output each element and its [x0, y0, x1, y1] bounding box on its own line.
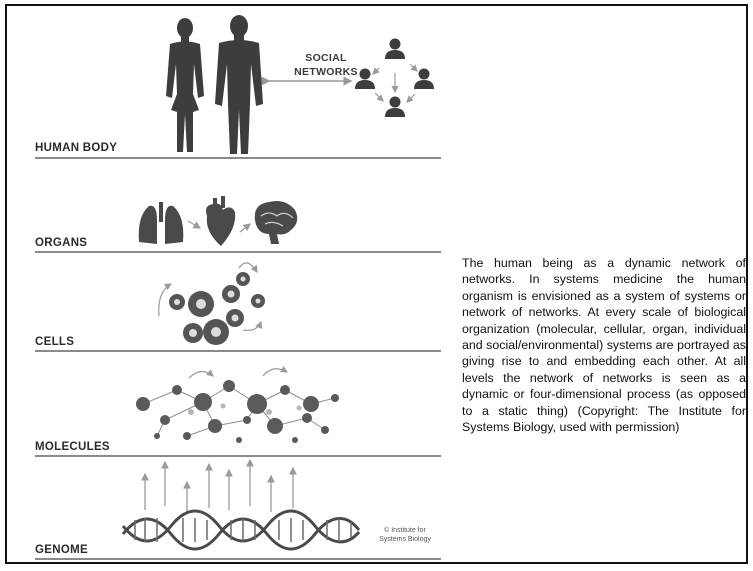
level-divider-molecules [35, 455, 441, 457]
level-divider-human-body [35, 157, 441, 159]
level-label-genome: GENOME [35, 544, 88, 556]
social-networks-label: SOCIAL NETWORKS [283, 51, 369, 79]
illustration-graphics [7, 6, 447, 562]
figure-frame: SOCIAL NETWORKS HUMAN BODY ORGANS CELLS … [5, 4, 748, 564]
copyright-credit: © Institute for Systems Biology [367, 526, 443, 544]
genome-upward-arrows [145, 460, 293, 512]
level-label-human-body: HUMAN BODY [35, 142, 117, 154]
credit-line1: © Institute for [367, 526, 443, 535]
level-divider-genome [35, 558, 441, 560]
credit-line2: Systems Biology [367, 535, 443, 544]
figure-caption: The human being as a dynamic network of … [462, 255, 746, 435]
heart-icon [206, 196, 235, 246]
brain-icon [255, 201, 297, 244]
female-silhouette-icon [166, 18, 204, 152]
dna-helix-icon [123, 511, 359, 549]
level-label-organs: ORGANS [35, 237, 87, 249]
level-divider-cells [35, 350, 441, 352]
cells-icons [159, 263, 265, 345]
level-divider-organs [35, 251, 441, 253]
lungs-icon [139, 202, 184, 244]
level-label-molecules: MOLECULES [35, 441, 110, 453]
network-of-networks-illustration: SOCIAL NETWORKS HUMAN BODY ORGANS CELLS … [7, 6, 447, 562]
molecules-network-icon [136, 369, 339, 443]
level-label-cells: CELLS [35, 336, 74, 348]
male-silhouette-icon [215, 15, 263, 154]
social-networks-line2: NETWORKS [283, 65, 369, 79]
social-networks-line1: SOCIAL [283, 51, 369, 65]
